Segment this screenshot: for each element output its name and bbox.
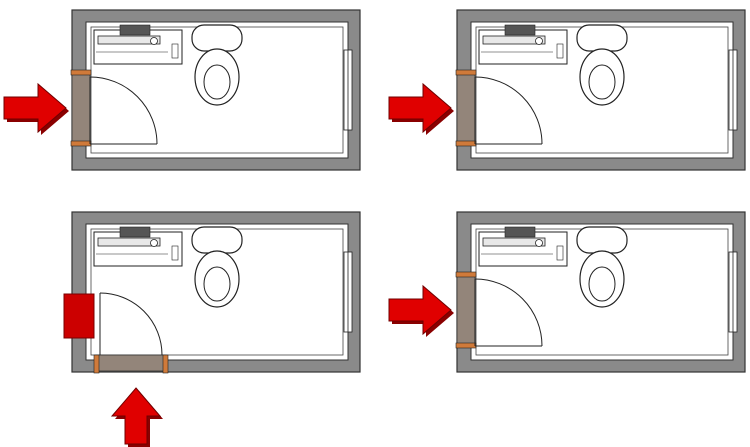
door-hinge-top (455, 69, 477, 76)
door-hinge-bottom (455, 140, 477, 147)
sink-basin (97, 35, 161, 45)
vanity-handle (171, 245, 179, 261)
sink-vanity-icon (93, 24, 183, 65)
floor-plan (455, 211, 746, 373)
sink-drain (150, 37, 158, 45)
red-arrow-icon (3, 82, 67, 134)
red-arrow-icon (110, 387, 162, 445)
red-arrow-icon (388, 82, 452, 134)
toilet-tank (576, 24, 628, 52)
faucet-base (119, 226, 151, 238)
toilet-icon (191, 226, 243, 308)
vanity-handle (556, 43, 564, 59)
floor-plan (455, 9, 746, 171)
door-icon (456, 71, 476, 145)
sink-basin (482, 35, 546, 45)
door-swing-arc (99, 292, 163, 356)
door-hinge-top (455, 271, 477, 278)
toilet-tank (191, 226, 243, 254)
toilet-seat (588, 64, 616, 100)
toilet-icon (576, 226, 628, 308)
faucet-base (504, 226, 536, 238)
toilet-seat (203, 64, 231, 100)
faucet-base (504, 24, 536, 36)
sink-vanity-icon (478, 24, 568, 65)
blocked-wall-marker (63, 293, 95, 339)
toilet-icon (576, 24, 628, 106)
door-swing-arc (474, 278, 543, 347)
toilet-icon (191, 24, 243, 106)
door-icon (95, 354, 167, 372)
toilet-tank (191, 24, 243, 52)
sink-drain (535, 37, 543, 45)
toilet-seat (203, 266, 231, 302)
door-icon (71, 71, 91, 145)
door-swing-arc (89, 76, 158, 145)
toilet-seat (588, 266, 616, 302)
door-hinge-top (70, 69, 92, 76)
sink-drain (150, 239, 158, 247)
sink-basin (482, 237, 546, 247)
floor-plan (70, 9, 361, 171)
sink-basin (97, 237, 161, 247)
door-hinge-bottom (455, 342, 477, 349)
floor-plan (63, 211, 361, 374)
door-icon (456, 273, 476, 347)
door-swing-arc (474, 76, 543, 145)
sink-drain (535, 239, 543, 247)
door-hinge-left (93, 354, 100, 374)
toilet-tank (576, 226, 628, 254)
faucet-base (119, 24, 151, 36)
red-arrow-icon (388, 284, 452, 336)
door-hinge-bottom (70, 140, 92, 147)
vanity-handle (556, 245, 564, 261)
vanity-handle (171, 43, 179, 59)
sink-vanity-icon (478, 226, 568, 267)
door-hinge-right (162, 354, 169, 374)
sink-vanity-icon (93, 226, 183, 267)
